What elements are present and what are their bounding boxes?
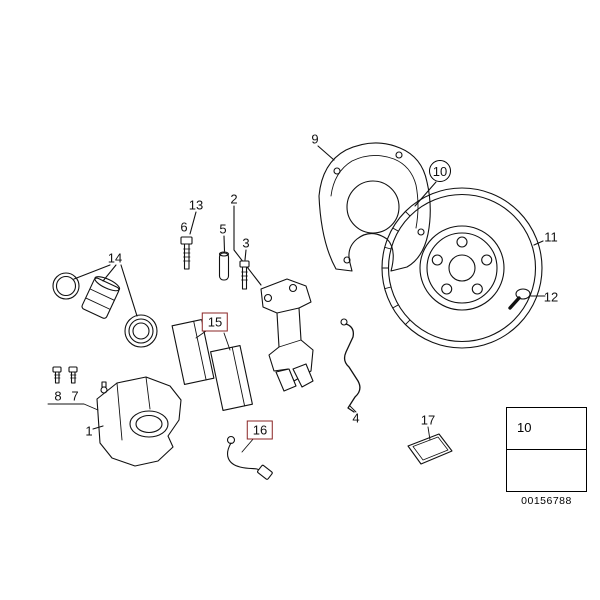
legend-screw-cell: 10 [507,408,586,450]
piston-kit-drawing [52,264,158,348]
bolt-6-drawing [180,211,197,270]
brake-caliper-drawing [92,376,182,467]
callout-3[interactable]: 3 [242,235,250,251]
brake-disc-drawing [381,187,544,349]
callout-5[interactable]: 5 [219,221,227,237]
callout-2[interactable]: 2 [230,191,238,207]
callout-4[interactable]: 4 [352,410,360,426]
grease-packet-drawing [407,426,453,465]
callout-13[interactable]: 13 [188,197,204,213]
callout-16-highlighted[interactable]: 16 [246,420,274,440]
callout-10[interactable]: 10 [429,160,451,182]
brake-pads-drawing [171,319,253,411]
disc-screw-drawing [508,288,546,310]
spring-clip-drawing [340,318,361,413]
wear-sensor-drawing [226,435,273,480]
legend-arrow-cell [507,450,586,491]
callout-6[interactable]: 6 [180,219,188,235]
callout-12[interactable]: 12 [543,289,559,305]
bolt-8-drawing [52,366,62,384]
bolt-7-drawing [47,366,99,411]
callout-9[interactable]: 9 [311,131,319,147]
legend-ref-label[interactable]: 10 [517,420,532,435]
legend-box: 10 [506,407,587,492]
diagram-code: 00156788 [521,495,572,507]
callout-11[interactable]: 11 [544,229,558,245]
callout-8[interactable]: 8 [54,388,62,404]
callout-17[interactable]: 17 [420,412,436,428]
callout-1[interactable]: 1 [85,423,93,439]
bolt-3-drawing [239,249,250,290]
splash-guard-drawing [317,142,437,272]
callout-14[interactable]: 14 [107,250,123,266]
caliper-carrier-drawing [233,205,314,392]
callout-7[interactable]: 7 [71,388,79,404]
guide-pin-5-drawing [218,235,230,281]
callout-15-highlighted[interactable]: 15 [201,312,229,332]
